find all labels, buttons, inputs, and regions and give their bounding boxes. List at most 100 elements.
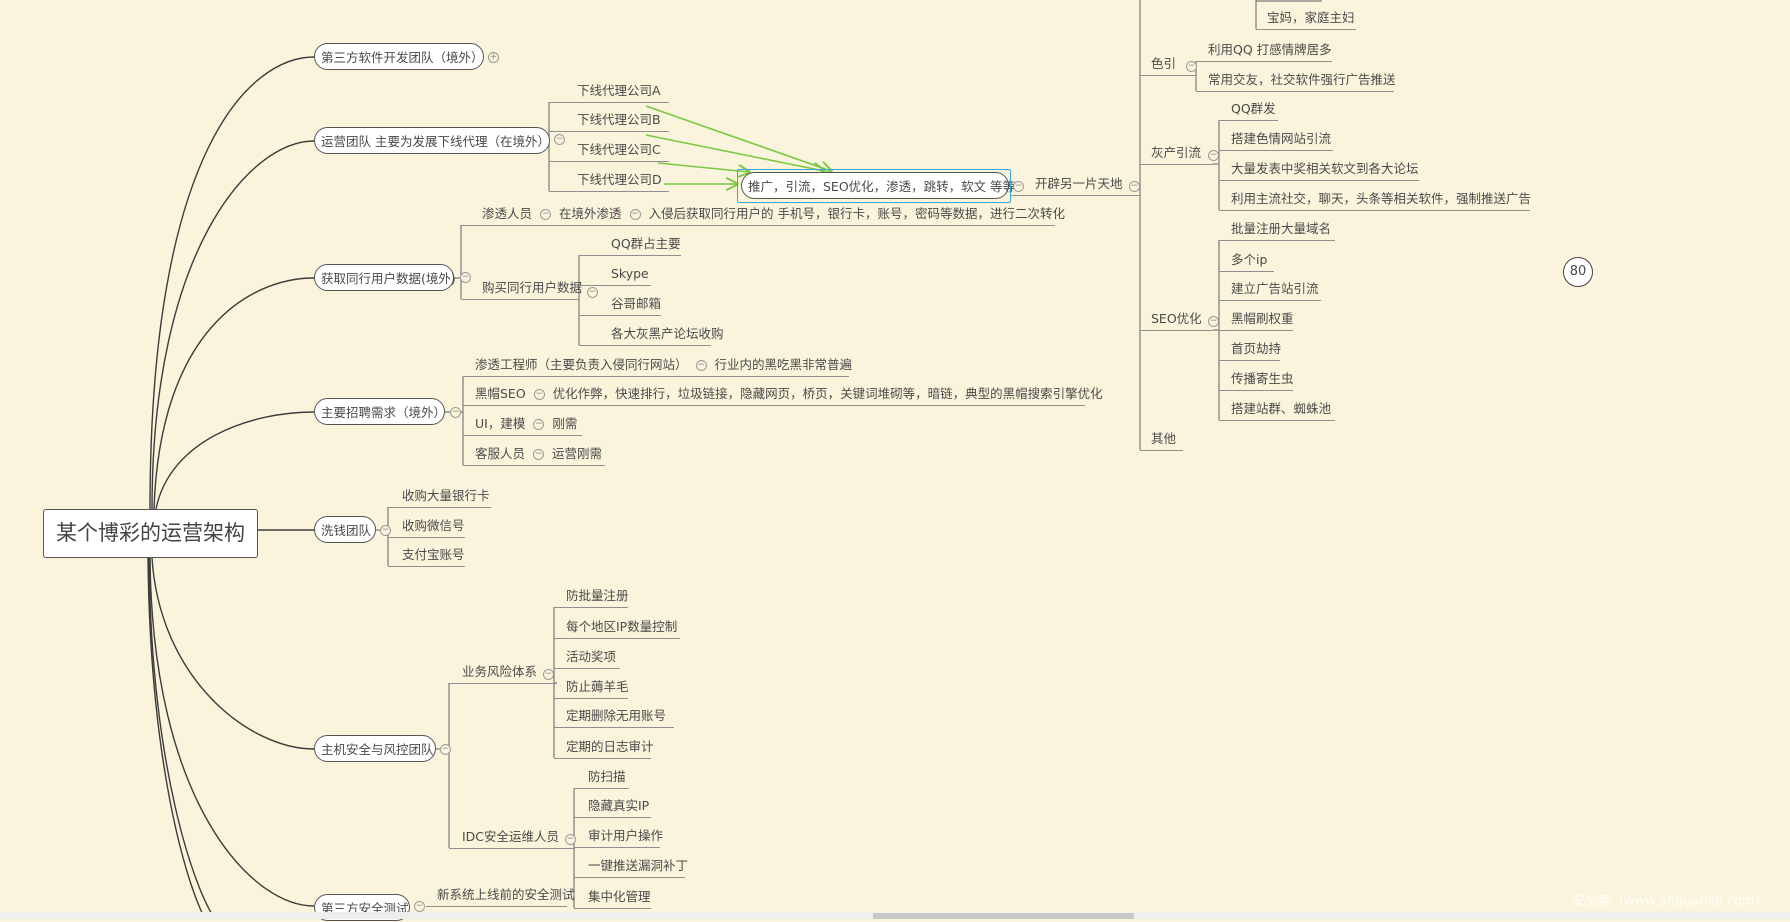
topic-hiring[interactable]: 主要招聘需求（境外） [314, 398, 446, 425]
leaf[interactable]: 多个ip [1219, 249, 1274, 272]
leaf[interactable]: 收购大量银行卡 [388, 485, 491, 508]
edge-root-test [149, 557, 315, 907]
topic-new-world[interactable]: 开辟另一片天地 [1011, 173, 1140, 196]
watermark: 安全客（www.anquanke.com） [1572, 894, 1768, 909]
leaf[interactable]: 首页劫持 [1219, 338, 1281, 361]
leaf[interactable]: 黑帽刷权重 [1219, 308, 1294, 331]
collapse-icon[interactable]: − [543, 669, 554, 680]
collapse-icon[interactable]: − [1186, 61, 1197, 72]
topic-acquire-data[interactable]: 获取同行用户数据(境外) [314, 264, 456, 291]
leaf[interactable]: 大量发表中奖相关软文到各大论坛 [1219, 158, 1419, 181]
collapse-icon[interactable]: − [565, 834, 576, 845]
leaf[interactable]: 利用QQ 打感情牌居多 [1196, 39, 1332, 62]
collapse-icon[interactable]: − [533, 449, 545, 460]
expand-icon[interactable]: + [488, 52, 499, 63]
leaf[interactable]: 防扫描 [574, 766, 629, 789]
leaf[interactable]: 谷哥邮箱 [579, 293, 661, 316]
scrollbar-thumb[interactable] [873, 913, 1134, 919]
leaf[interactable]: 新系统上线前的安全测试 [426, 884, 575, 907]
topic-security-risk-team[interactable]: 主机安全与风控团队 [314, 735, 436, 762]
topic-dev-team[interactable]: 第三方软件开发团队（境外） [314, 43, 484, 70]
role[interactable]: UI，建模 [475, 416, 526, 431]
leaf[interactable]: 每个地区IP数量控制 [554, 616, 680, 639]
topic-gray-traffic[interactable]: 灰产引流 [1140, 142, 1213, 165]
collapse-icon[interactable]: − [1013, 181, 1024, 192]
collapse-icon[interactable]: − [695, 360, 707, 371]
leaf[interactable]: 集中化管理 [574, 886, 651, 909]
leaf[interactable]: 利用主流社交，聊天，头条等相关软件，强制推送广告 [1219, 188, 1531, 211]
leaf[interactable]: 隐藏真实IP [574, 795, 651, 818]
collapse-icon[interactable]: − [540, 209, 552, 220]
leaf[interactable]: QQ群占主要 [579, 233, 681, 256]
leaf[interactable]: 传播寄生虫 [1219, 368, 1294, 391]
role-note[interactable]: 优化作弊，快速排行，垃圾链接，隐藏网页，桥页，关键词堆砌等，暗链，典型的黑帽搜索… [552, 386, 1103, 401]
topic-money-laundering[interactable]: 洗钱团队 [314, 516, 376, 543]
hiring-row: 渗透工程师（主要负责入侵同行网站）−行业内的黑吃黑非常普遍 [463, 354, 852, 377]
agent-b[interactable]: 下线代理公司B [549, 109, 669, 132]
edge-root-hiring [155, 411, 315, 510]
collapse-icon[interactable]: − [440, 744, 451, 755]
hiring-row: UI，建模−刚需 [463, 413, 582, 436]
collapse-icon[interactable]: − [1208, 150, 1219, 161]
collapse-icon[interactable]: − [1129, 181, 1140, 192]
role-note[interactable]: 刚需 [552, 416, 578, 431]
collapse-icon[interactable]: − [629, 209, 641, 220]
count-badge: 80 [1563, 257, 1593, 287]
leaf[interactable]: 审计用户操作 [574, 825, 663, 848]
collapse-icon[interactable]: − [587, 287, 598, 298]
leaf-mothers[interactable]: 宝妈，家庭主妇 [1256, 7, 1356, 30]
topic-seo[interactable]: SEO优化 [1140, 308, 1213, 331]
role[interactable]: 黑帽SEO [475, 386, 526, 401]
topic-buy-data[interactable]: 购买同行用户数据 [461, 277, 582, 300]
topic-business-risk[interactable]: 业务风险体系 [449, 661, 557, 684]
hiring-row: 黑帽SEO−优化作弊，快速排行，垃圾链接，隐藏网页，桥页，关键词堆砌等，暗链，典… [463, 383, 1103, 406]
role[interactable]: 客服人员 [475, 446, 526, 461]
collapse-icon[interactable]: − [380, 525, 391, 536]
agent-a[interactable]: 下线代理公司A [549, 80, 669, 103]
collapse-icon[interactable]: − [1208, 316, 1219, 327]
leaf[interactable]: 入侵后获取同行用户的 手机号，银行卡，账号，密码等数据，进行二次转化 [648, 206, 1066, 221]
leaf[interactable]: 定期的日志审计 [554, 736, 654, 759]
collapse-icon[interactable]: − [414, 901, 425, 912]
collapse-icon[interactable]: − [533, 389, 545, 400]
leaf[interactable]: 常用交友，社交软件强行广告推送 [1196, 69, 1396, 92]
role-note[interactable]: 运营刚需 [552, 446, 603, 461]
root-topic[interactable]: 某个博彩的运营架构 [43, 509, 258, 558]
collapse-icon[interactable]: − [460, 272, 471, 283]
collapse-icon[interactable]: − [554, 134, 565, 145]
leaf[interactable]: 各大灰黑产论坛收购 [579, 323, 724, 346]
collapse-icon[interactable]: − [533, 419, 545, 430]
topic-idc-ops[interactable]: IDC安全运维人员 [449, 826, 575, 849]
leaf[interactable]: 建立广告站引流 [1219, 278, 1321, 301]
leaf[interactable]: QQ群发 [1219, 98, 1278, 121]
leaf[interactable]: 批量注册大量域名 [1219, 218, 1335, 241]
topic-other[interactable]: 其他 [1140, 428, 1183, 451]
leaf[interactable]: 收购微信号 [388, 515, 465, 538]
edge-root-data [153, 277, 315, 510]
selection-outline [737, 169, 1011, 203]
arrow-agent-a [645, 105, 831, 171]
leaf[interactable]: 定期删除无用账号 [554, 705, 674, 728]
leaf[interactable]: 支付宝账号 [388, 544, 465, 567]
topic-promotion[interactable]: 推广，引流，SEO优化，渗透，跳转，软文 等等 [741, 172, 1015, 199]
collapse-icon[interactable]: − [450, 407, 461, 418]
agent-c[interactable]: 下线代理公司C [549, 139, 669, 162]
topic-ops-team[interactable]: 运营团队 主要为发展下线代理（在境外） [314, 127, 550, 154]
topic-seyin[interactable]: 色引 [1140, 53, 1195, 76]
agent-d[interactable]: 下线代理公司D [549, 169, 669, 192]
leaf[interactable]: 活动奖项 [554, 646, 620, 669]
topic-penetration-staff[interactable]: 渗透人员 [482, 206, 533, 221]
role-note[interactable]: 行业内的黑吃黑非常普遍 [714, 357, 853, 372]
leaf[interactable]: 搭建色情网站引流 [1219, 128, 1333, 151]
arrow-agent-b [645, 134, 824, 171]
pentest-row: 渗透人员−在境外渗透−入侵后获取同行用户的 手机号，银行卡，账号，密码等数据，进… [461, 203, 1065, 226]
edge-root-security [151, 557, 315, 750]
leaf[interactable]: 一键推送漏洞补丁 [574, 855, 688, 878]
leaf[interactable]: 搭建站群、蜘蛛池 [1219, 398, 1335, 421]
leaf[interactable]: 防批量注册 [554, 585, 629, 608]
leaf[interactable]: Skype [579, 263, 651, 286]
topic-offshore-penetration[interactable]: 在境外渗透 [559, 206, 622, 221]
leaf[interactable]: 防止薅羊毛 [554, 676, 629, 699]
role[interactable]: 渗透工程师（主要负责入侵同行网站） [475, 357, 688, 372]
